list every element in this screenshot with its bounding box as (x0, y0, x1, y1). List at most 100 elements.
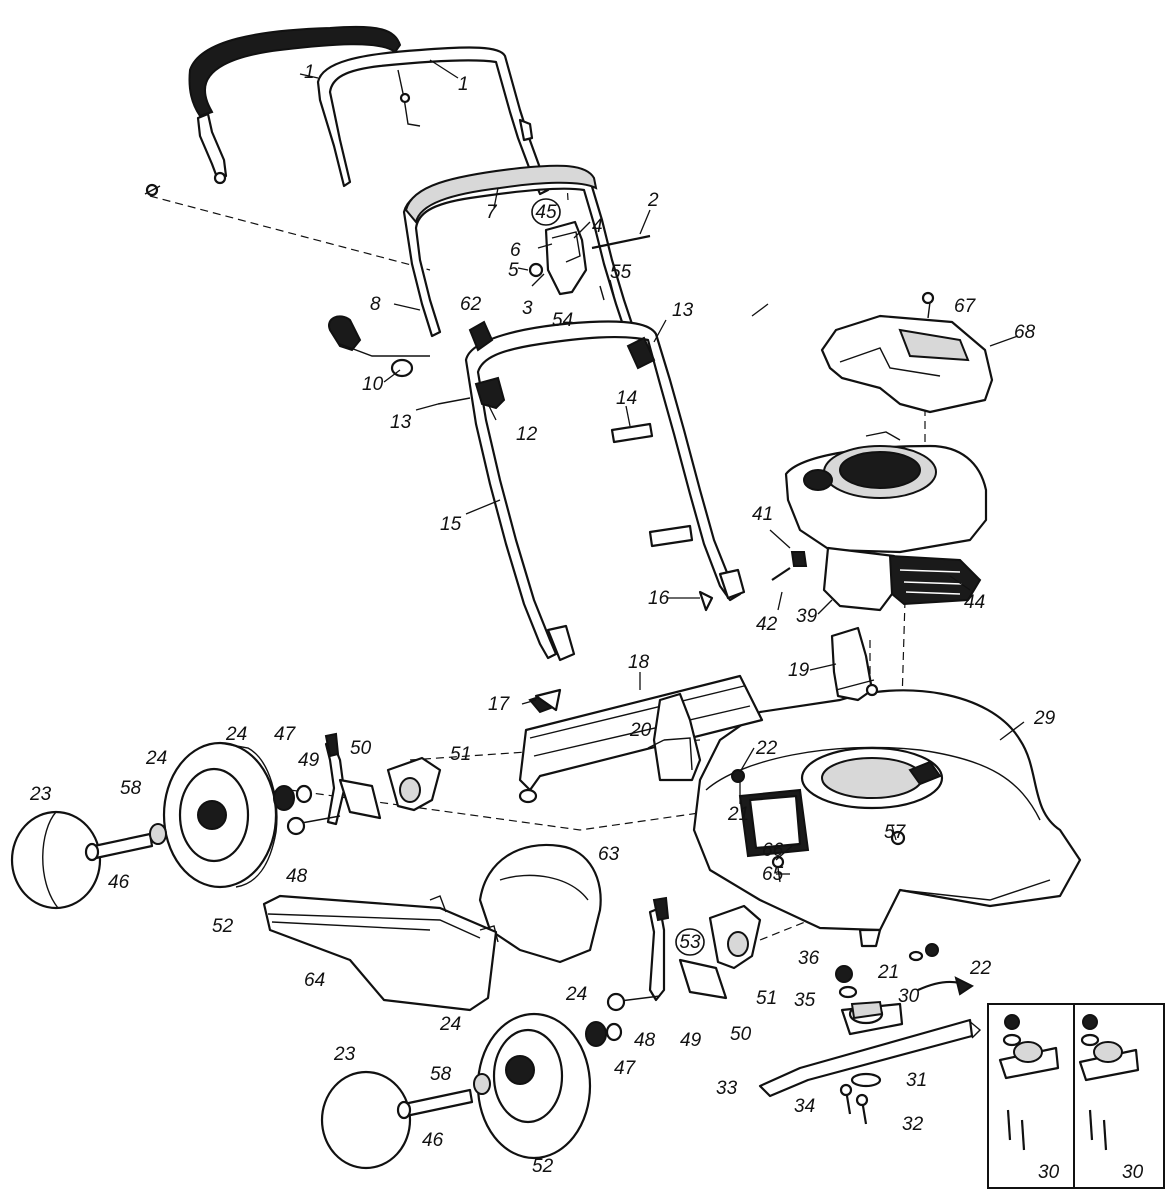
label-5: 5 (508, 260, 519, 281)
label-58a: 58 (120, 778, 142, 799)
label-54: 54 (552, 310, 573, 331)
label-30a: 30 (898, 986, 920, 1007)
label-64: 64 (304, 970, 325, 991)
label-42: 42 (756, 614, 778, 635)
label-8: 8 (370, 294, 381, 315)
label-58b: 58 (430, 1064, 452, 1085)
label-47a: 47 (274, 724, 297, 745)
blade-hardware (835, 965, 974, 1125)
deflector-63 (478, 843, 602, 964)
label-67: 67 (954, 296, 977, 317)
label-15: 15 (440, 514, 462, 535)
label-23b: 23 (333, 1044, 356, 1065)
label-13b: 13 (672, 300, 694, 321)
engine (771, 431, 988, 612)
label-16: 16 (648, 588, 670, 609)
lower-handle (464, 320, 746, 662)
blade-33 (758, 1018, 982, 1098)
label-24b: 24 (145, 748, 167, 769)
upper-handle-foam-grip (188, 25, 402, 185)
label-4: 4 (592, 216, 603, 237)
rear-wheel-52 (162, 741, 278, 889)
label-30b: 30 (1038, 1162, 1060, 1183)
label-52a: 52 (212, 916, 234, 937)
label-32: 32 (902, 1114, 924, 1135)
label-17: 17 (488, 694, 511, 715)
label-13a: 13 (390, 412, 412, 433)
label-20: 20 (629, 720, 652, 741)
label-3: 3 (522, 298, 533, 319)
label-39: 39 (796, 606, 818, 627)
label-7: 7 (486, 202, 498, 223)
label-51b: 51 (756, 988, 777, 1009)
label-24a: 24 (225, 724, 247, 745)
label-52b: 52 (532, 1156, 554, 1177)
part-labels: 1 1 2 3 4 5 6 7 8 10 12 13 13 14 15 16 1… (29, 62, 1144, 1183)
middle-handle (402, 164, 636, 338)
label-29: 29 (1033, 708, 1056, 729)
label-18: 18 (628, 652, 650, 673)
leader-lines (299, 59, 1025, 875)
label-55: 55 (610, 262, 632, 283)
label-24c: 24 (565, 984, 587, 1005)
label-50b: 50 (730, 1024, 752, 1045)
label-2: 2 (647, 190, 659, 211)
washer-58-front (473, 1073, 491, 1095)
bracket-51-front (708, 904, 762, 970)
label-22a: 22 (755, 738, 778, 759)
label-30c: 30 (1122, 1162, 1144, 1183)
adapter-inset-box (987, 1003, 1165, 1189)
rear-guard-64 (262, 894, 499, 1012)
label-12: 12 (516, 424, 538, 445)
deck-hardware (534, 688, 939, 962)
label-65: 65 (762, 864, 784, 885)
height-adjuster-49-50-left (286, 732, 382, 836)
engine-shroud-68 (820, 291, 994, 414)
label-51a: 51 (450, 744, 471, 765)
label-14: 14 (616, 388, 637, 409)
label-49a: 49 (298, 750, 320, 771)
hubcap-23-left (10, 810, 102, 910)
front-wheel-52 (476, 1012, 592, 1160)
label-44: 44 (964, 592, 985, 613)
label-48a: 48 (286, 866, 308, 887)
label-68: 68 (1014, 322, 1036, 343)
label-1b: 1 (458, 74, 469, 95)
handle-bracket-20 (652, 692, 702, 782)
label-21b: 21 (877, 962, 899, 983)
label-10: 10 (362, 374, 384, 395)
mower-deck-29 (692, 689, 1082, 948)
wheel-bolt-46-front (396, 1088, 474, 1120)
label-21a: 21 (727, 804, 749, 825)
label-45: 45 (535, 202, 557, 223)
handle-knobs (328, 315, 714, 612)
label-22b: 22 (969, 958, 992, 979)
label-41: 41 (752, 504, 773, 525)
label-34: 34 (794, 1096, 815, 1117)
bracket-51-left (386, 756, 442, 812)
handle-bracket-19 (830, 626, 879, 702)
washer-58-left (149, 823, 167, 845)
label-24d: 24 (439, 1014, 461, 1035)
label-46a: 46 (108, 872, 130, 893)
label-57: 57 (884, 822, 907, 843)
label-46b: 46 (422, 1130, 444, 1151)
control-bracket (528, 220, 651, 301)
blade-adapter-30 (840, 1000, 904, 1036)
ring-53 (675, 928, 705, 956)
label-35: 35 (794, 990, 816, 1011)
upper-handle (144, 46, 550, 197)
label-49b: 49 (680, 1030, 702, 1051)
wheel-bolt-46-left (84, 832, 154, 862)
label-50a: 50 (350, 738, 372, 759)
spacer-24-47-front (585, 1021, 623, 1047)
label-1a: 1 (304, 62, 315, 83)
label-63: 63 (598, 844, 620, 865)
label-36: 36 (798, 948, 820, 969)
hubcap-23-front (320, 1070, 412, 1170)
label-33: 33 (716, 1078, 738, 1099)
label-62: 62 (460, 294, 482, 315)
label-23a: 23 (29, 784, 52, 805)
label-6: 6 (510, 240, 521, 261)
